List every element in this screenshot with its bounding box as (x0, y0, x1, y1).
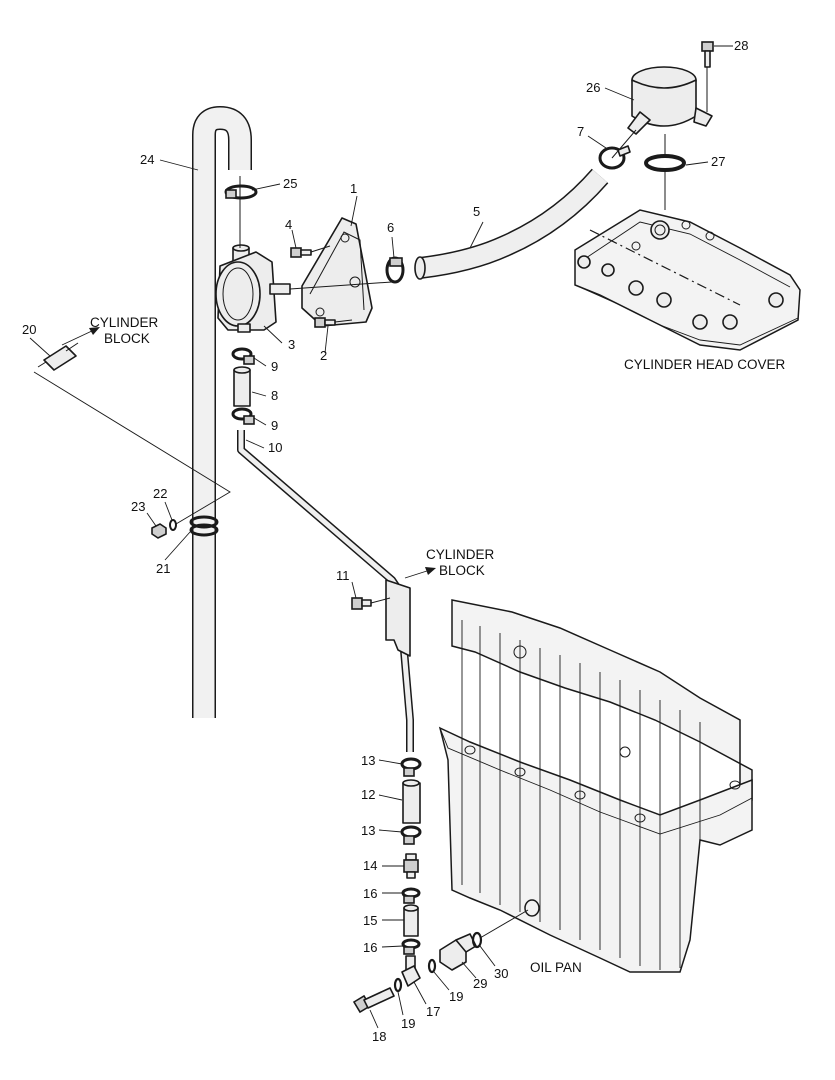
callout-c19a: 19 (449, 989, 463, 1004)
arrow-cylinder-block-2 (404, 567, 436, 579)
clamp-9-lower (231, 407, 255, 425)
callout-c20: 20 (22, 322, 36, 337)
bolt-2 (314, 317, 353, 328)
caption-cylinder-block-1-line1: CYLINDER (90, 315, 159, 330)
washer-22 (169, 519, 177, 531)
callout-c16b: 16 (363, 940, 377, 955)
callout-c25: 25 (283, 176, 297, 191)
callout-c13a: 13 (361, 753, 375, 768)
clamp-9-upper (231, 347, 255, 365)
clamp-13-lower (400, 825, 422, 845)
callout-c19b: 19 (401, 1016, 415, 1031)
callout-c17: 17 (426, 1004, 440, 1019)
leader-lines (29, 45, 733, 1029)
callout-c5: 5 (473, 204, 480, 219)
oil-separator-3 (215, 244, 393, 333)
callout-c30: 30 (494, 966, 508, 981)
hose-5 (414, 168, 609, 280)
callout-c13b: 13 (361, 823, 375, 838)
connector-29 (439, 933, 477, 971)
grommet-21 (189, 515, 219, 537)
bracket-1 (301, 217, 373, 327)
clamp-16-upper (401, 887, 421, 904)
caption-cylinder-head-cover: CYLINDER HEAD COVER (624, 357, 786, 372)
callout-c29: 29 (473, 976, 487, 991)
callout-c22: 22 (153, 486, 167, 501)
caption-cylinder-block-2-line2: BLOCK (439, 563, 485, 578)
callout-c3: 3 (288, 337, 295, 352)
callout-c7: 7 (577, 124, 584, 139)
washer-19-upper (427, 958, 437, 974)
callout-c15: 15 (363, 913, 377, 928)
callout-c28: 28 (734, 38, 748, 53)
breather-tube-24 (192, 105, 252, 718)
oil-pan (438, 599, 753, 973)
callout-c11: 11 (336, 568, 350, 583)
callout-c26: 26 (586, 80, 600, 95)
hose-8 (233, 366, 251, 407)
arrow-cylinder-block-1 (61, 327, 100, 346)
washer-19-lower (393, 977, 403, 993)
callout-c6: 6 (387, 220, 394, 235)
caption-cylinder-block-1-line2: BLOCK (104, 331, 150, 346)
clamp-6 (385, 256, 405, 284)
clamp-13-upper (400, 757, 422, 777)
union-fitting-17 (401, 955, 421, 987)
callout-c10: 10 (268, 440, 282, 455)
callout-c24: 24 (140, 152, 154, 167)
caption-oil-pan: OIL PAN (530, 960, 582, 975)
bolt-28 (701, 41, 714, 112)
callout-c14: 14 (363, 858, 377, 873)
clamp-7 (598, 129, 637, 170)
callout-c9b: 9 (271, 418, 278, 433)
hose-15 (403, 904, 419, 937)
clamp-16-lower (401, 938, 421, 955)
washer-30 (471, 931, 483, 949)
stud-20 (37, 342, 79, 371)
captions: CYLINDER BLOCK CYLINDER BLOCK CYLINDER H… (90, 315, 786, 975)
callout-c1: 1 (350, 181, 357, 196)
callout-numbers: 1234567899101112131314151616171819192021… (22, 38, 748, 1044)
hose-12 (402, 779, 421, 824)
callout-c2: 2 (320, 348, 327, 363)
bolt-11 (351, 597, 391, 610)
callout-c12: 12 (361, 787, 375, 802)
callout-c8: 8 (271, 388, 278, 403)
nut-23 (151, 523, 167, 539)
bolt-4 (290, 245, 331, 258)
clamp-25 (224, 184, 258, 200)
breather-cap (627, 66, 713, 135)
check-valve-14 (403, 853, 419, 879)
callout-c23: 23 (131, 499, 145, 514)
caption-cylinder-block-2-line1: CYLINDER (426, 547, 495, 562)
drain-pipe-10 (237, 430, 414, 752)
union-bolt-18 (352, 987, 395, 1014)
o-ring-27 (644, 134, 686, 210)
callout-c21: 21 (156, 561, 170, 576)
callout-c27: 27 (711, 154, 725, 169)
callout-c18: 18 (372, 1029, 386, 1044)
callout-c9a: 9 (271, 359, 278, 374)
callout-c4: 4 (285, 217, 292, 232)
cylinder-head-cover (574, 209, 801, 351)
callout-c16a: 16 (363, 886, 377, 901)
